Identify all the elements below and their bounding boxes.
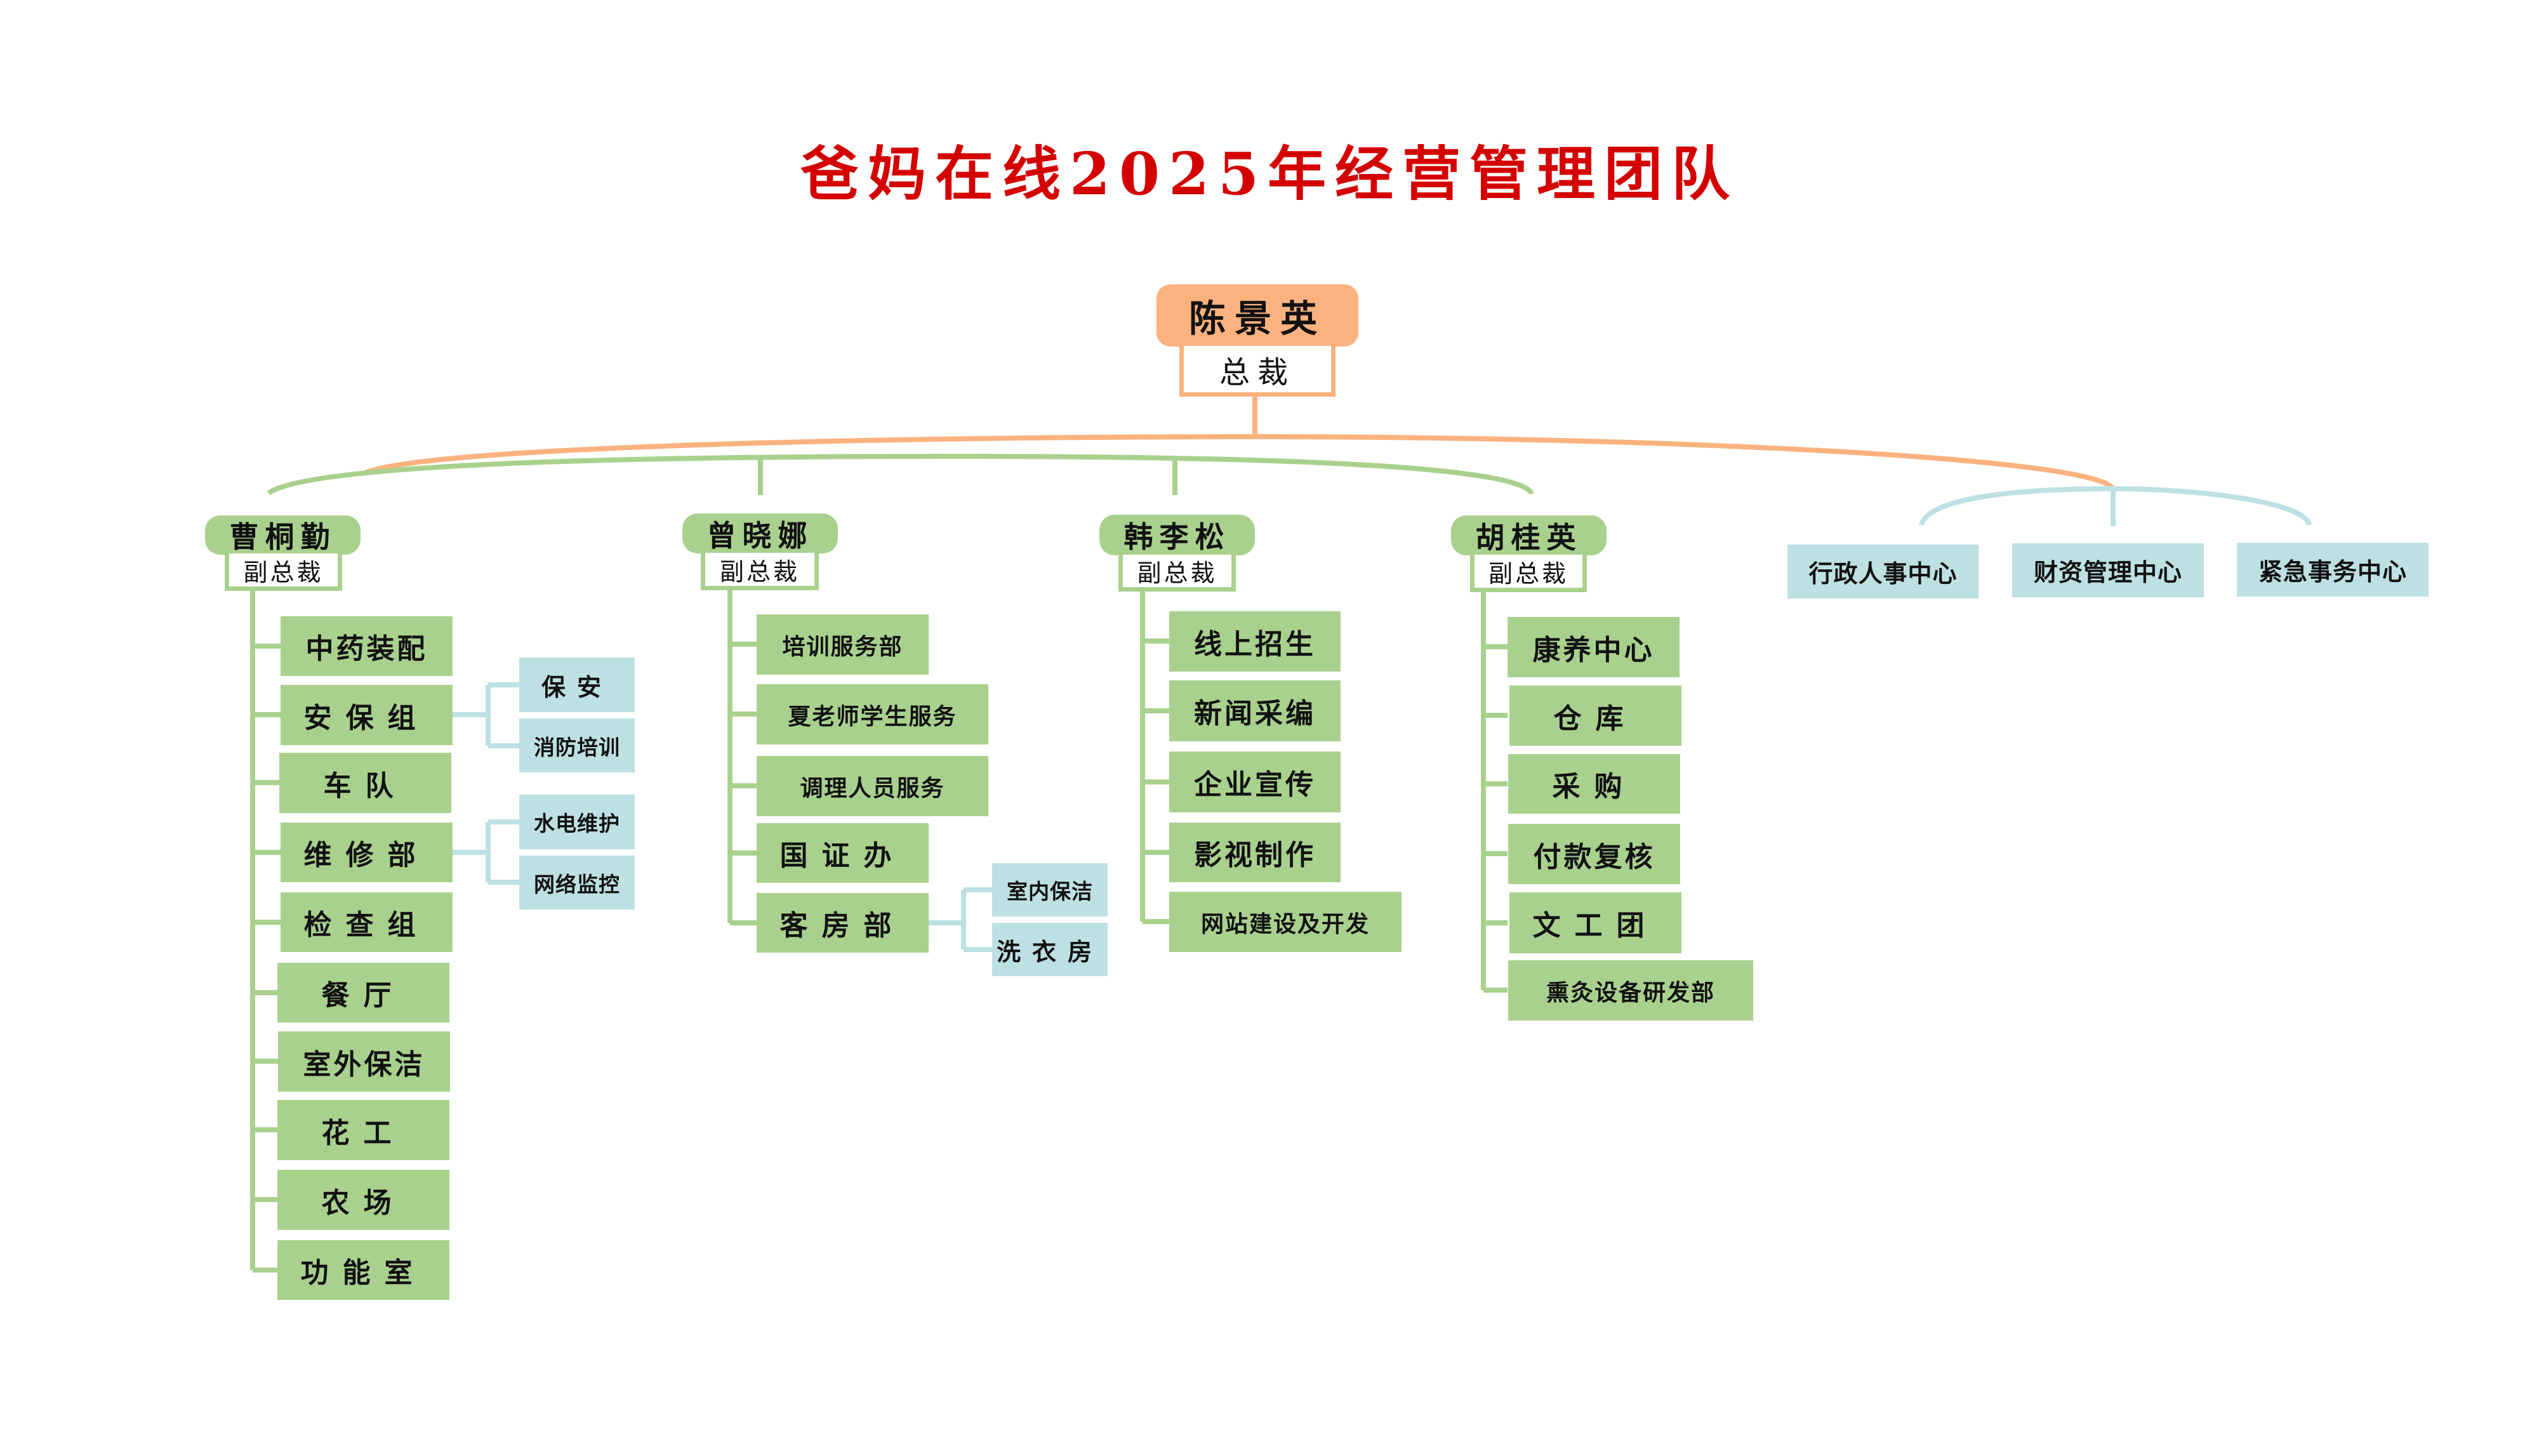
sub-dept-box: 洗衣房 (992, 923, 1108, 976)
center-box: 紧急事务中心 (2237, 543, 2429, 597)
dept-box: 车队 (279, 753, 451, 813)
dept-box: 影视制作 (1169, 823, 1341, 882)
vp-role: 副总裁 (1470, 555, 1587, 592)
dept-box: 功能室 (277, 1240, 449, 1300)
sub-dept-box: 室内保洁 (992, 863, 1108, 917)
dept-box: 花工 (277, 1100, 449, 1160)
dept-box: 检查组 (281, 892, 453, 952)
dept-box: 熏灸设备研发部 (1508, 960, 1753, 1021)
tree-line-cao (250, 591, 281, 1273)
dept-box: 仓库 (1509, 685, 1681, 746)
dept-box: 采购 (1508, 754, 1680, 814)
sub-bracket-anbao (453, 682, 519, 748)
dept-box: 安保组 (281, 685, 453, 745)
tree-line-zeng (727, 590, 757, 925)
vp-role: 副总裁 (1118, 555, 1236, 592)
vp-branch-arc (267, 453, 1534, 496)
ceo-name: 陈景英 (1157, 284, 1358, 347)
dept-box: 客房部 (757, 893, 929, 953)
ceo-role: 总裁 (1179, 346, 1336, 397)
vp-role: 副总裁 (701, 553, 819, 590)
dept-box: 农场 (277, 1170, 449, 1230)
dept-box: 康养中心 (1508, 617, 1680, 677)
dept-box: 培训服务部 (757, 614, 929, 675)
sub-dept-box: 保安 (519, 658, 635, 712)
page-title: 爸妈在线2025年经营管理团队 (800, 140, 1739, 208)
vp-name: 韩李松 (1099, 515, 1255, 555)
dept-box: 餐厅 (277, 963, 449, 1023)
center-box: 行政人事中心 (1787, 545, 1979, 599)
dept-box: 夏老师学生服务 (757, 684, 988, 745)
center-box: 财资管理中心 (2012, 543, 2204, 597)
dept-box: 网站建设及开发 (1169, 892, 1402, 952)
vp-role: 副总裁 (225, 553, 342, 591)
dept-box: 文工团 (1509, 892, 1681, 953)
dept-box: 维修部 (281, 823, 453, 882)
vp-name: 曾晓娜 (682, 513, 838, 553)
dept-box: 新闻采编 (1169, 680, 1341, 741)
tree-line-han (1140, 592, 1169, 924)
sub-dept-box: 网络监控 (519, 856, 635, 910)
sub-dept-box: 消防培训 (519, 718, 635, 772)
dept-box: 付款复核 (1508, 824, 1680, 884)
dept-box: 调理人员服务 (757, 756, 988, 816)
ceo-branch-arc (365, 433, 2116, 491)
vp-name: 曹桐勤 (205, 515, 361, 555)
dept-box: 国证办 (757, 823, 929, 883)
vp-name: 胡桂英 (1451, 515, 1607, 555)
sub-bracket-kefang (929, 887, 992, 952)
sub-dept-box: 水电维护 (519, 795, 635, 849)
dept-box: 线上招生 (1169, 611, 1341, 672)
dept-box: 室外保洁 (278, 1031, 450, 1092)
sub-bracket-weixiu (453, 819, 519, 885)
tree-line-hu (1481, 592, 1508, 993)
dept-box: 中药装配 (281, 616, 453, 676)
dept-box: 企业宣传 (1169, 751, 1341, 812)
